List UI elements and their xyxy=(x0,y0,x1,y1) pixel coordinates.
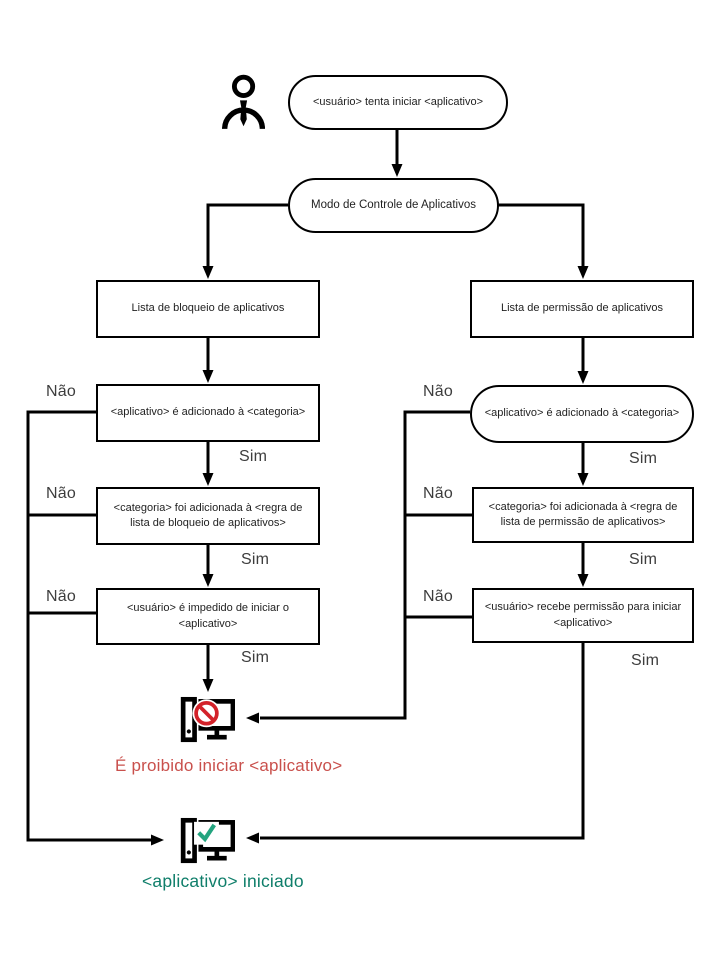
allow-step-rule-node: <categoria> foi adicionada à <regra de l… xyxy=(472,487,694,543)
started-outcome-text: <aplicativo> iniciado xyxy=(142,871,304,891)
block-step-user-label: <usuário> é impedido de iniciar o <aplic… xyxy=(126,602,290,630)
yes-label-left-2: Sim xyxy=(241,551,270,568)
yes-label-left-3: Sim xyxy=(241,649,270,666)
no-label-right-2: Não xyxy=(423,485,453,502)
yes-label-left-1: Sim xyxy=(239,448,268,465)
blocklist-node-label: Lista de bloqueio de aplicativos xyxy=(131,302,285,315)
mode-node: Modo de Controle de Aplicativos xyxy=(288,178,499,233)
no-label-right-1: Não xyxy=(423,383,453,400)
allow-step-category-label: <aplicativo> é adicionado à <categoria> xyxy=(484,407,680,420)
start-node: <usuário> tenta iniciar <aplicativo> xyxy=(288,75,508,130)
yes-label-right-2: Sim xyxy=(629,551,658,568)
block-step-rule-label: <categoria> foi adicionada à <regra de l… xyxy=(113,501,303,529)
block-step-category-node: <aplicativo> é adicionado à <categoria> xyxy=(96,384,320,442)
block-step-category-label: <aplicativo> é adicionado à <categoria> xyxy=(110,406,306,419)
yes-label-right-3: Sim xyxy=(631,652,660,669)
block-step-user-node: <usuário> é impedido de iniciar o <aplic… xyxy=(96,588,320,645)
computer-prohibited-icon xyxy=(180,696,235,743)
allow-step-user-node: <usuário> recebe permissão para iniciar … xyxy=(472,588,694,643)
no-label-right-3: Não xyxy=(423,588,453,605)
allowlist-node: Lista de permissão de aplicativos xyxy=(470,280,694,338)
mode-node-label: Modo de Controle de Aplicativos xyxy=(311,199,476,212)
no-label-left-3: Não xyxy=(46,588,76,605)
block-step-rule-node: <categoria> foi adicionada à <regra de l… xyxy=(96,487,320,545)
blocked-outcome-text: É proibido iniciar <aplicativo> xyxy=(115,756,343,775)
allow-step-user-label: <usuário> recebe permissão para iniciar … xyxy=(484,601,682,629)
user-icon xyxy=(222,74,265,130)
no-label-left-1: Não xyxy=(46,383,76,400)
no-label-left-2: Não xyxy=(46,485,76,502)
start-node-label: <usuário> tenta iniciar <aplicativo> xyxy=(313,95,483,108)
yes-label-right-1: Sim xyxy=(629,450,658,467)
allow-step-category-node: <aplicativo> é adicionado à <categoria> xyxy=(470,385,694,443)
allow-step-rule-label: <categoria> foi adicionada à <regra de l… xyxy=(488,500,678,528)
allowlist-node-label: Lista de permissão de aplicativos xyxy=(500,302,664,315)
computer-check-icon xyxy=(180,817,235,864)
blocklist-node: Lista de bloqueio de aplicativos xyxy=(96,280,320,338)
